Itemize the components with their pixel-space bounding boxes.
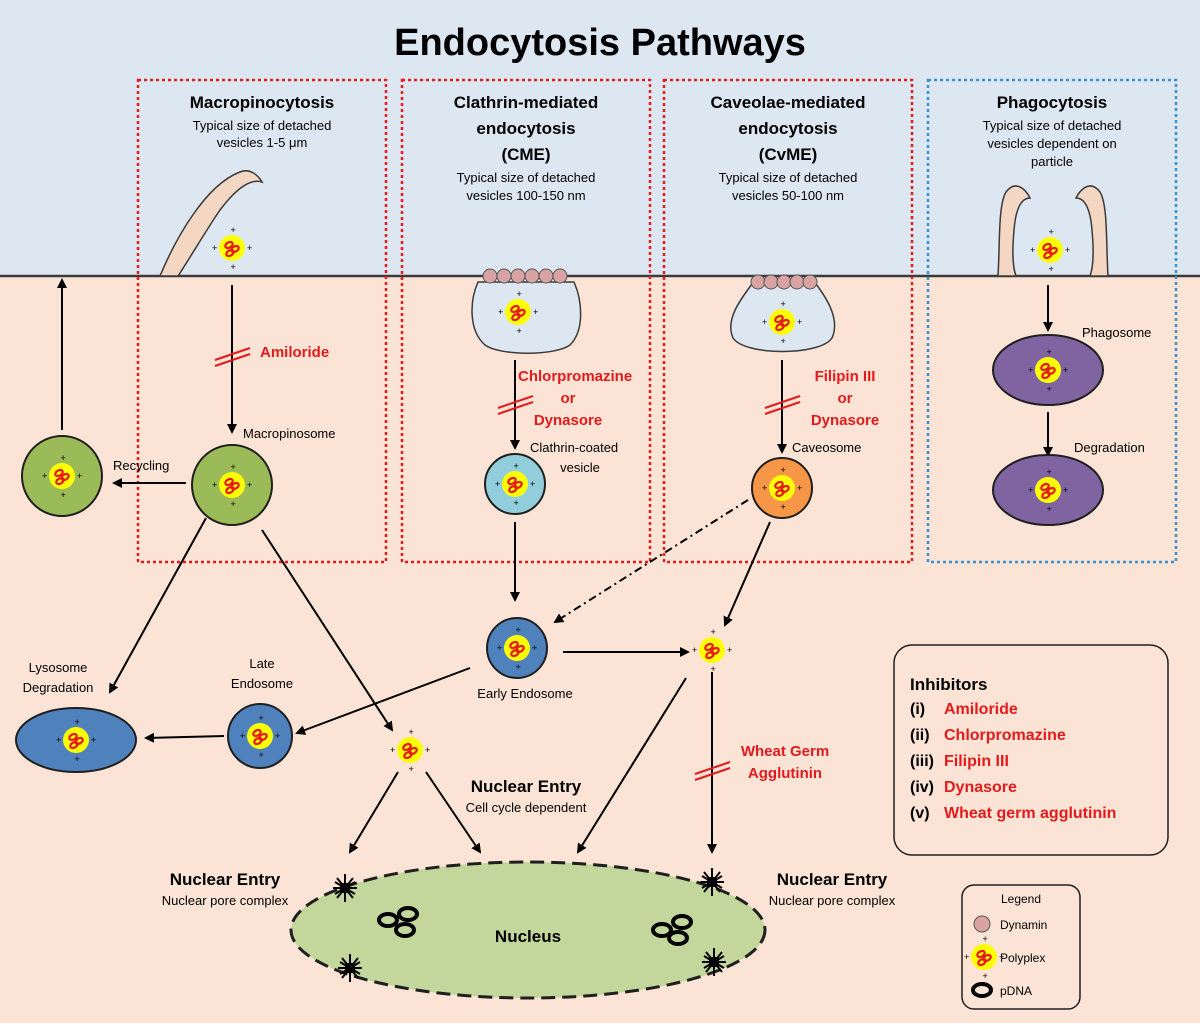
ccv-label-2: vesicle [560,460,600,475]
inhibitor-label-cvme-2: or [838,390,853,407]
nuclear-entry-center-label: Nuclear Entry [471,777,582,796]
caveosome-label: Caveosome [792,440,861,455]
cme-title-2: endocytosis [476,119,575,138]
phagosome-label: Phagosome [1082,325,1151,340]
nucleus-label: Nucleus [495,927,561,946]
phagocytic-arm-right [1074,185,1109,277]
arrow-early-to-late [295,667,471,735]
degradation-label: Degradation [1074,440,1145,455]
recycling-label: Recycling [113,458,169,473]
cvme-title-3: (CvME) [759,145,818,164]
diagram-title: Endocytosis Pathways [394,22,806,64]
inhibitors-heading: Inhibitors [910,675,987,694]
arrow-late-to-lysosome [144,732,225,743]
inhibitor-num-2: (ii) [910,727,930,744]
cvme-desc-2: vesicles 50-100 nm [732,188,844,203]
nuclear-entry-left-label: Nuclear Entry [170,870,281,889]
inhibitor-name-5: Wheat germ agglutinin [944,805,1116,822]
legend-box [961,884,1081,1010]
early-endosome-label: Early Endosome [477,686,572,701]
late-endosome-label-1: Late [249,656,274,671]
macropinocytosis-desc-1: Typical size of detached [193,118,332,133]
dynamin-ring-cme [482,268,568,284]
arrow-cytosol-to-nucleus [425,771,482,854]
inhibitor-name-4: Dynasore [944,779,1017,796]
inhibitor-num-5: (v) [910,805,930,822]
phagocytosis-title: Phagocytosis [997,93,1108,112]
inhibitors-box [893,644,1169,856]
phagocytic-arm-left [997,185,1032,277]
inhibitor-name-3: Filipin III [944,753,1009,770]
inhibitor-label-amiloride: Amiloride [260,344,329,361]
lysosome-label-1: Lysosome [29,660,88,675]
phagocytosis-desc-2: vesicles dependent on [987,136,1116,151]
arrow-caveosome-to-early-dashed [553,499,749,624]
inhibitor-label-cvme-3: Dynasore [811,412,879,429]
inhibitor-label-cvme-1: Filipin III [815,368,876,385]
phagocytosis-desc-3: particle [1031,154,1073,169]
phagocytosis-desc-1: Typical size of detached [983,118,1122,133]
arrow-macro-to-lysosome [109,517,207,694]
inhibition-mark-amiloride [214,347,251,367]
macropinocytosis-title: Macropinocytosis [190,93,335,112]
cme-title-1: Clathrin-mediated [454,93,599,112]
cvme-title-1: Caveolae-mediated [711,93,866,112]
npc-left-label: Nuclear pore complex [162,893,289,908]
inhibitor-num-3: (iii) [910,753,934,770]
arrow-cytosol-to-npc-left [348,771,399,854]
legend-dynamin-icon [973,915,991,933]
inhibitor-name-2: Chlorpromazine [944,727,1066,744]
nuclear-entry-right-label: Nuclear Entry [777,870,888,889]
inhibitor-num-1: (i) [910,701,925,718]
inhibitor-label-wga-2: Agglutinin [748,765,822,782]
arrow-macro-to-cytosol [261,529,394,732]
inhibitor-num-4: (iv) [910,779,934,796]
cvme-title-2: endocytosis [738,119,837,138]
macropinosome-label: Macropinosome [243,426,336,441]
nucleus [289,860,767,1000]
arrow-caveosome-to-polyplex [723,521,771,627]
inhibitor-label-wga-1: Wheat Germ [741,743,829,760]
inhibitor-label-cme-2: or [561,390,576,407]
arrow-polyplex-to-nucleus [576,677,687,854]
membrane-ruffle [158,170,264,277]
phagocytosis-box [926,78,1178,564]
cvme-box [662,78,914,564]
inhibition-mark-cme [497,395,534,415]
inhibitor-label-cme-3: Dynasore [534,412,602,429]
inhibition-mark-wga [694,761,731,781]
macropinocytosis-box [136,78,388,564]
late-endosome-label-2: Endosome [231,676,293,691]
cvme-desc-1: Typical size of detached [719,170,858,185]
legend-polyplex-label: Polyplex [1000,951,1045,965]
lysosome-label-2: Degradation [23,680,94,695]
inhibitor-label-cme-1: Chlorpromazine [518,368,632,385]
cme-box [400,78,652,564]
legend-heading: Legend [1001,892,1041,906]
legend-pdna-label: pDNA [1000,984,1032,998]
cme-desc-2: vesicles 100-150 nm [466,188,585,203]
inhibition-mark-cvme [764,395,801,415]
inhibitor-name-1: Amiloride [944,701,1018,718]
macropinocytosis-desc-2: vesicles 1-5 μm [217,135,308,150]
npc-right-label: Nuclear pore complex [769,893,896,908]
cell-cycle-label: Cell cycle dependent [466,800,587,815]
ccv-label-1: Clathrin-coated [530,440,618,455]
cme-title-3: (CME) [501,145,550,164]
dynamin-ring-cvme [750,274,818,290]
legend-dynamin-label: Dynamin [1000,918,1047,932]
cme-desc-1: Typical size of detached [457,170,596,185]
